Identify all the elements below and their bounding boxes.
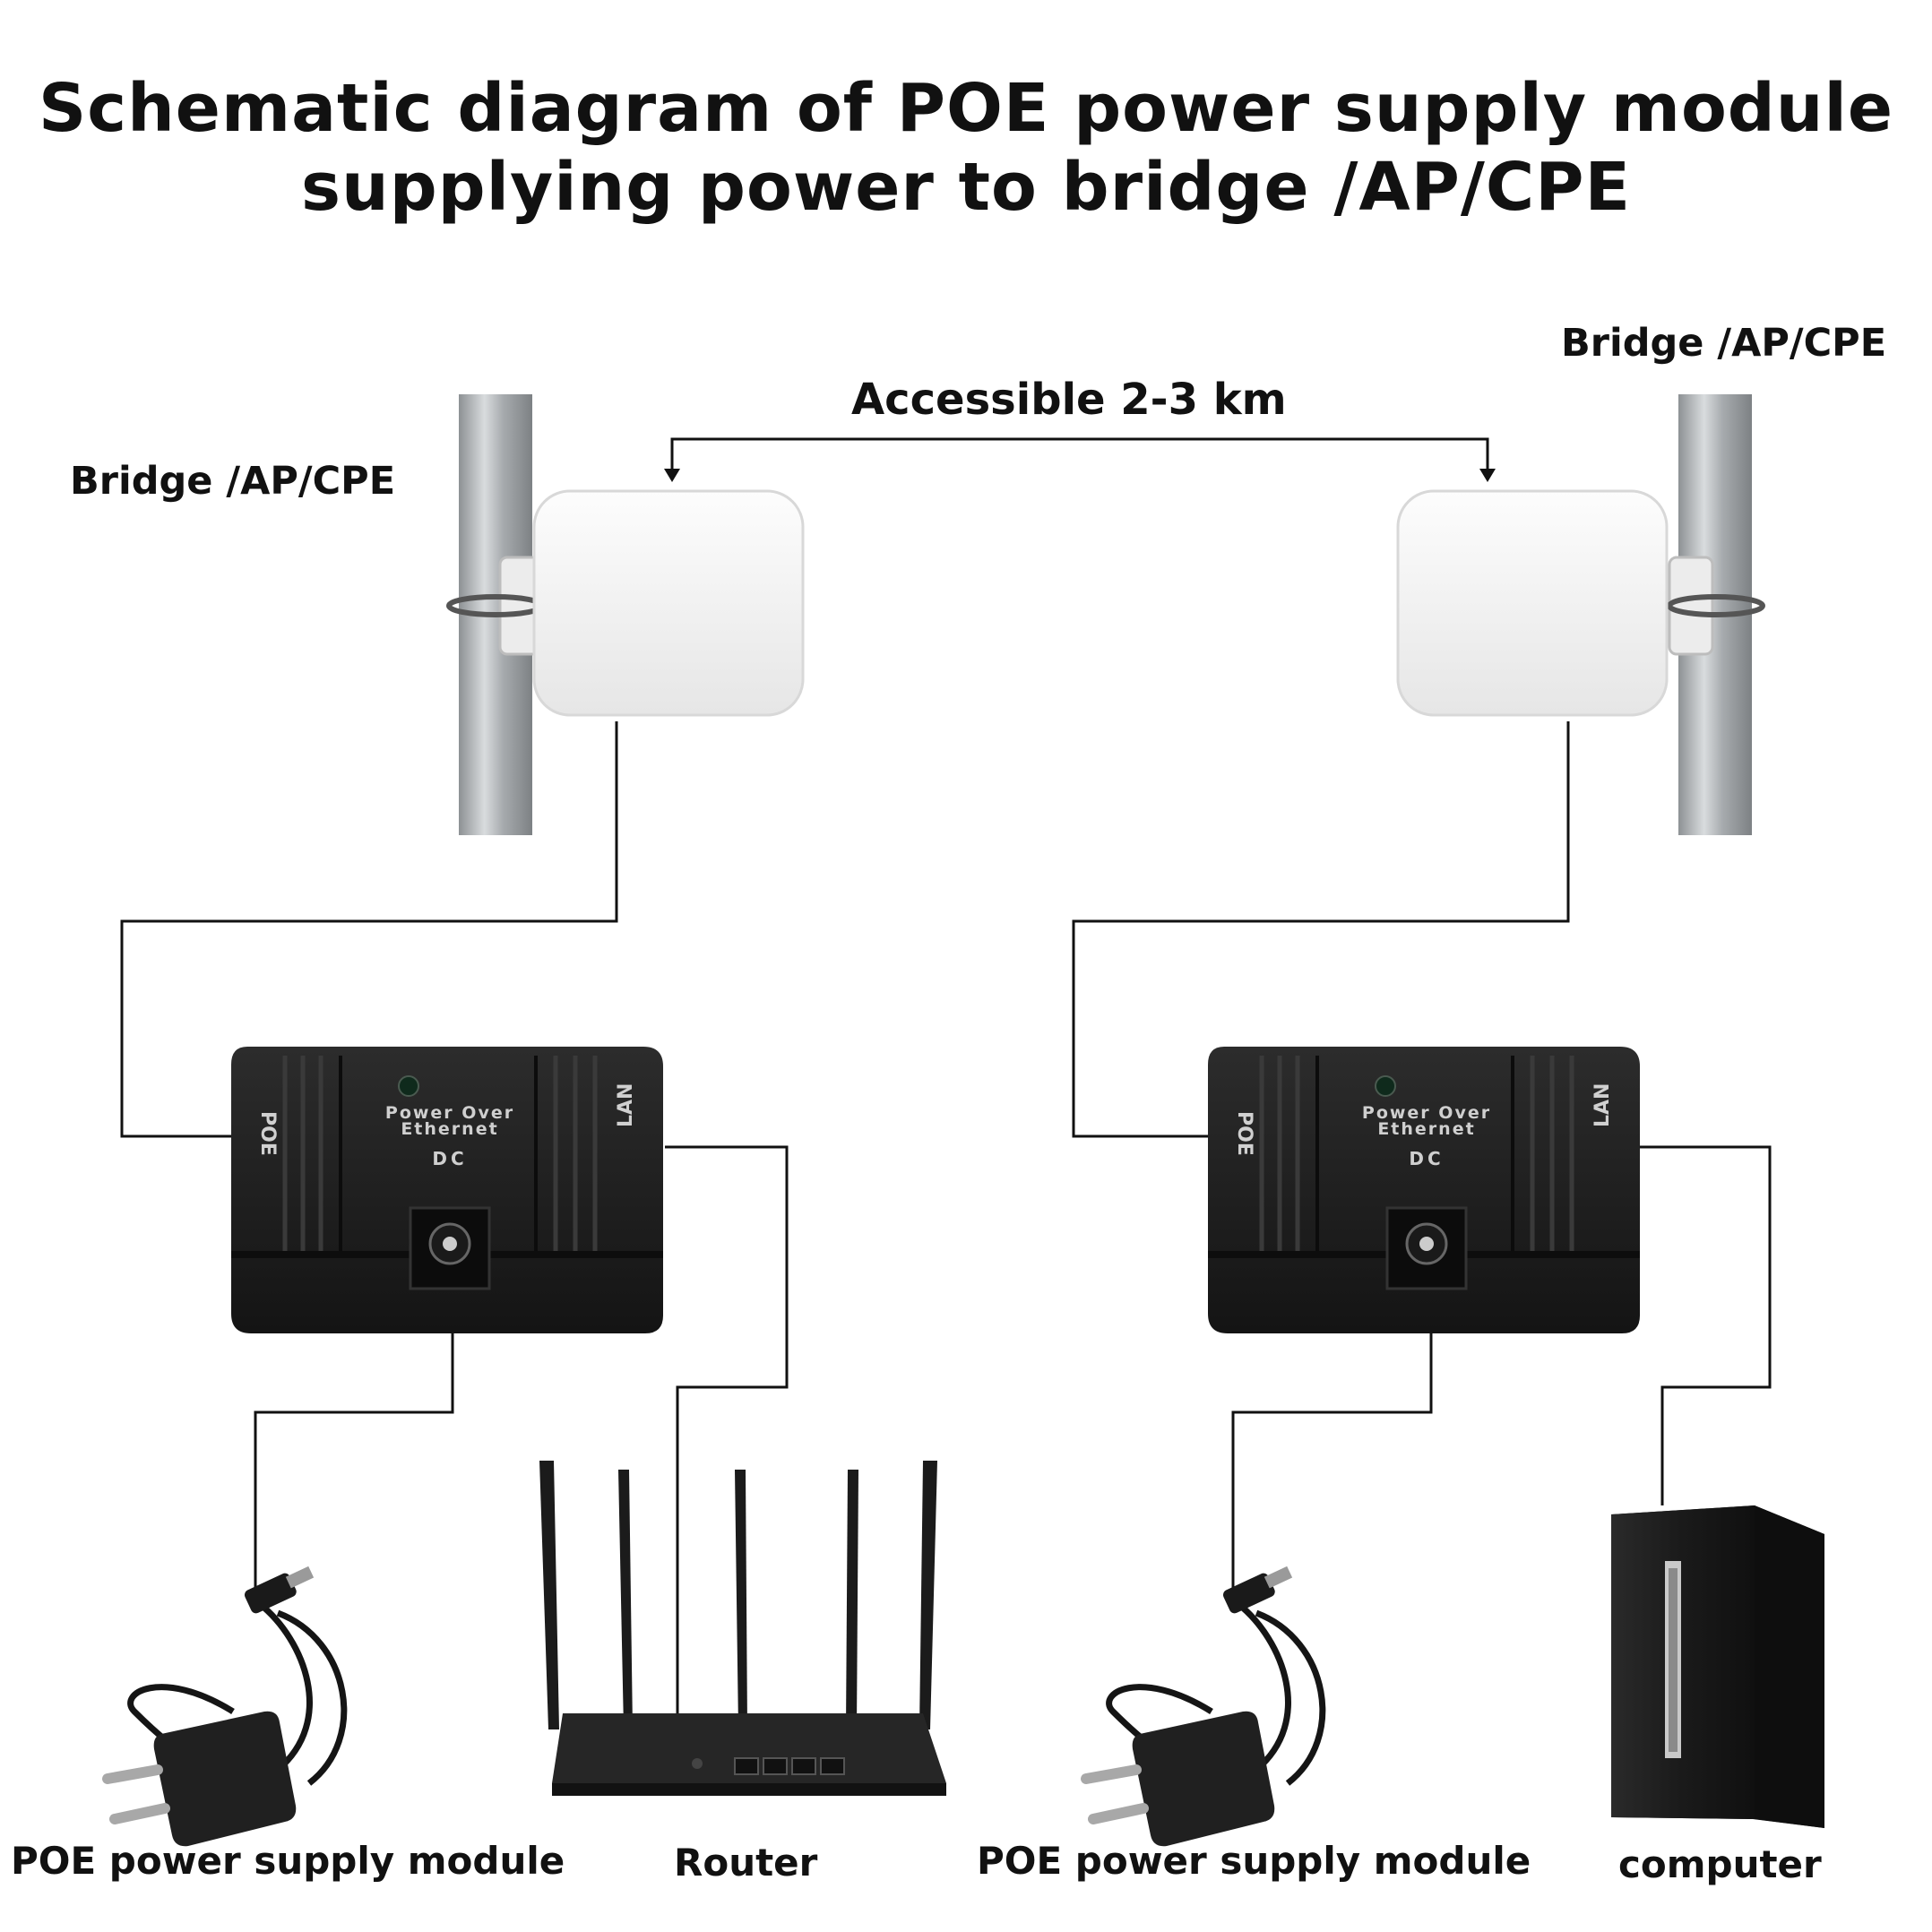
- poe-injector-left: [231, 1047, 663, 1333]
- bridge-device-right: [1396, 489, 1669, 717]
- injector-right-poe-label: POE: [1233, 1111, 1255, 1156]
- connection-lines: [120, 721, 1772, 1716]
- arrow-head-left: [664, 469, 680, 482]
- injector-left-brand-1: Power Over: [385, 1103, 514, 1123]
- bridge-device-left: [532, 489, 805, 717]
- title-line-1: Schematic diagram of POE power supply mo…: [38, 70, 1894, 147]
- injector-right-lan-label: LAN: [1591, 1083, 1614, 1127]
- injector-left-poe-label: POE: [256, 1111, 279, 1156]
- injector-left-brand-2: Ethernet: [401, 1119, 498, 1139]
- label-poe-module-left: POE power supply module: [11, 1839, 565, 1883]
- power-adapter-right: [1086, 1566, 1323, 1846]
- bridge-left-label: Bridge /AP/CPE: [70, 459, 396, 504]
- poe-injector-right: [1208, 1047, 1640, 1333]
- title-line-2: supplying power to bridge /AP/CPE: [300, 149, 1632, 226]
- computer-device: [1611, 1505, 1824, 1828]
- arrow-head-right: [1479, 469, 1496, 482]
- power-adapter-left: [108, 1566, 344, 1846]
- bridge-right-label: Bridge /AP/CPE: [1561, 321, 1887, 366]
- injector-right-dc-label: DC: [1409, 1148, 1444, 1169]
- distance-label: Accessible 2-3 km: [851, 375, 1287, 425]
- injector-right-brand-1: Power Over: [1362, 1103, 1491, 1123]
- injector-left-lan-label: LAN: [615, 1083, 637, 1127]
- injector-right-brand-2: Ethernet: [1377, 1119, 1475, 1139]
- label-computer: computer: [1618, 1842, 1822, 1886]
- router-device: [539, 1461, 946, 1796]
- label-poe-module-right: POE power supply module: [977, 1839, 1531, 1883]
- injector-left-dc-label: DC: [432, 1148, 467, 1169]
- clamp-right: [1668, 556, 1714, 656]
- label-router: Router: [674, 1841, 818, 1885]
- distance-arrow: [670, 437, 1489, 473]
- strap-right: [1667, 594, 1765, 617]
